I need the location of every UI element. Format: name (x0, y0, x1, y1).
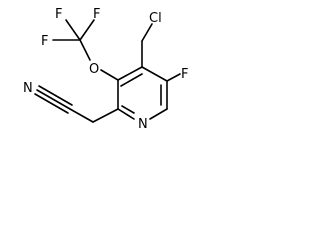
bond-ring-c4-c5 (141, 66, 168, 82)
bond-ring-n-c2 (117, 108, 135, 120)
bond-triple-1 (36, 89, 71, 110)
atom-n-ring: N (138, 117, 148, 132)
bond-triple-3 (34, 93, 69, 114)
atom-cl: Cl (149, 11, 162, 26)
atom-f-top-left: F (55, 7, 62, 22)
bond-ring-c3-c4 (117, 66, 143, 81)
structure-diagram: F F F O Cl F N N (23, 7, 188, 132)
bond-ring-c3-c4-double (120, 73, 143, 87)
molecule-svg: F F F O Cl F N N (23, 7, 188, 132)
atom-f-ring: F (181, 67, 188, 82)
bond-c-f-top-left (65, 19, 81, 41)
atom-f-top-right: F (93, 7, 100, 22)
bond-c-f-top-right (79, 19, 95, 41)
bond-triple-2 (38, 85, 73, 106)
bond-ch2-cn (69, 108, 94, 123)
bond-cf3-o (79, 39, 91, 61)
atom-n-nitrile: N (23, 81, 33, 96)
bond-ring-ch2cn (92, 108, 119, 123)
bond-ring-n-c2-double (121, 105, 135, 114)
atom-o: O (89, 62, 99, 77)
bond-ch2-cl (141, 23, 153, 42)
bond-o-ring (100, 69, 119, 81)
atom-f-left: F (41, 34, 48, 49)
bond-ring-f (166, 73, 181, 82)
bond-ring-c6-n (149, 108, 168, 120)
